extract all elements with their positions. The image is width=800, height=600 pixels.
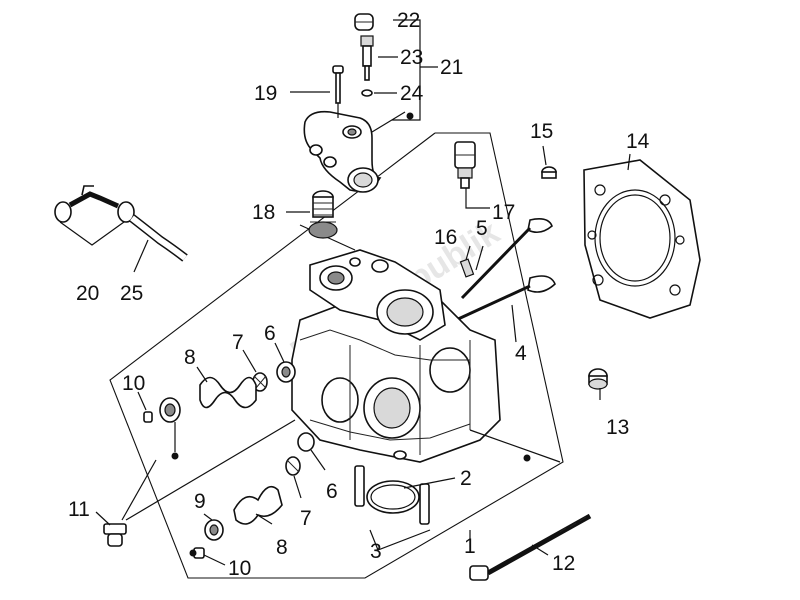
callout-7-lower: 7	[300, 507, 312, 530]
part-25-breather-hose	[68, 185, 188, 262]
part-3-dowel-pins	[354, 465, 430, 525]
callout-21: 21	[440, 56, 463, 79]
part-22-cap	[354, 13, 374, 31]
callout-10-upper: 10	[122, 372, 145, 395]
part-6-valve-seal-lower	[297, 432, 315, 452]
part-9-spring-seat	[204, 519, 224, 541]
callout-22: 22	[397, 9, 420, 32]
callout-17: 17	[492, 201, 515, 224]
part-6-valve-seal-upper	[276, 361, 296, 383]
callout-15: 15	[530, 120, 553, 143]
part-8-valve-spring-lower	[233, 485, 283, 525]
callout-16: 16	[434, 226, 457, 249]
part-19-screw	[332, 65, 344, 104]
part-21-thermostat-housing	[303, 110, 382, 193]
callout-6-lower: 6	[326, 480, 338, 503]
callout-8-lower: 8	[276, 536, 288, 559]
leader-lines	[59, 19, 631, 566]
part-2-o-ring	[366, 480, 420, 514]
callout-12: 12	[552, 552, 575, 575]
callout-4: 4	[515, 342, 527, 365]
callout-11: 11	[68, 498, 90, 521]
part-17-temperature-sensor	[454, 141, 476, 189]
callout-18: 18	[252, 201, 275, 224]
part-5-valve-intake	[460, 218, 553, 300]
callout-5: 5	[476, 217, 488, 240]
part-11-plug-bolt	[103, 523, 127, 547]
callout-3: 3	[370, 540, 382, 563]
callout-8-upper: 8	[184, 346, 196, 369]
callout-20: 20	[76, 282, 99, 305]
part-13-plug	[588, 368, 608, 390]
part-8-valve-spring-upper	[199, 376, 257, 409]
callout-25: 25	[120, 282, 143, 305]
assembly-frame-cylinder-head	[109, 132, 564, 579]
part-24-washer	[361, 89, 373, 97]
part-15-plug	[541, 166, 557, 179]
part-14-head-gasket	[583, 159, 701, 319]
callout-9: 9	[194, 490, 206, 513]
callout-6-upper: 6	[264, 322, 276, 345]
callout-13: 13	[606, 416, 629, 439]
callout-14: 14	[626, 130, 650, 153]
part-1-cylinder-head	[291, 249, 501, 463]
part-16-stud	[459, 258, 475, 278]
callout-7-upper: 7	[232, 331, 244, 354]
callout-10-lower: 10	[228, 557, 251, 580]
part-7-spring-retainer-lower	[285, 456, 301, 476]
callout-labels: 22 23 21 24 19 18 17 15 14 16 5 4 13 6 7…	[68, 9, 650, 580]
part-23-temperature-sender	[360, 35, 374, 81]
callout-1: 1	[464, 535, 476, 558]
part-12-stud-bolt	[469, 513, 592, 581]
callout-19: 19	[254, 82, 277, 105]
reference-dots	[171, 112, 531, 557]
part-4-valve-exhaust	[455, 275, 556, 322]
part-10-cotter-upper	[143, 397, 181, 423]
callout-2: 2	[460, 467, 472, 490]
part-18-thermostat	[308, 190, 338, 239]
callout-23: 23	[400, 46, 423, 69]
callout-24: 24	[400, 82, 424, 105]
part-20-hose-clamps	[54, 201, 135, 223]
